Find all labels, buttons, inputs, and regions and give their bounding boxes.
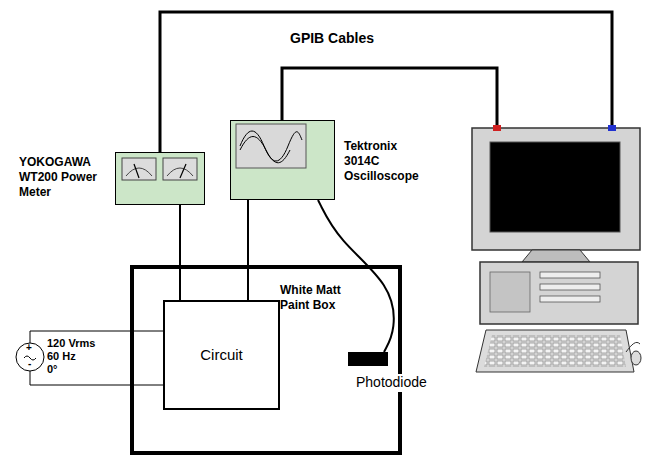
ac-source <box>16 331 163 385</box>
computer-icon <box>472 125 641 372</box>
circuit-box: Circuit <box>163 300 280 410</box>
oscilloscope-box: Tektronix 3014C Oscilloscope <box>230 120 335 200</box>
box-label: Circuit <box>200 346 243 365</box>
box-heading: Photodiode <box>354 374 429 392</box>
wire <box>247 200 249 300</box>
source-phase: 0° <box>47 363 58 376</box>
wire <box>179 205 181 300</box>
power-meter-box: YOKOGAWA WT200 Power Meter <box>115 152 205 205</box>
photodiode: Photodiode <box>348 352 388 366</box>
polarity-sign: - <box>28 359 31 369</box>
box-heading: White Matt Paint Box <box>280 283 356 313</box>
oscilloscope-body <box>230 120 335 200</box>
photodiode-cable <box>318 200 394 352</box>
polarity-sign: + <box>26 343 32 353</box>
cable-label: GPIB Cables <box>290 30 374 47</box>
box-heading: Tektronix 3014C Oscilloscope <box>344 139 428 184</box>
source-frequency: 60 Hz <box>47 350 76 363</box>
gpib-cable <box>282 68 497 128</box>
source-voltage: 120 Vrms <box>47 337 95 350</box>
box-heading: YOKOGAWA WT200 Power Meter <box>19 155 111 200</box>
power-meter-body <box>115 152 205 205</box>
